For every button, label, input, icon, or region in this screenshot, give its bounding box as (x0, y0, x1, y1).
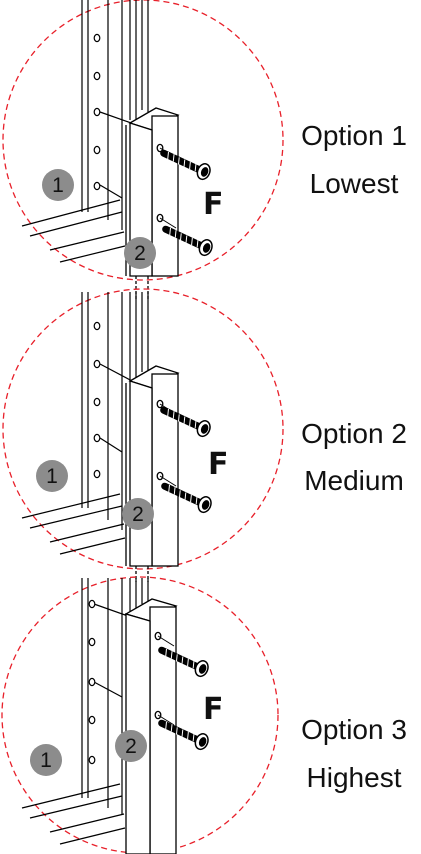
option-3-dashed-circle (1, 576, 279, 854)
option-3-title: Option 3 (301, 714, 407, 745)
option-1-badge-1: 1 (42, 169, 74, 201)
option-3-screw-guides (157, 635, 175, 726)
option-1-badge-2: 2 (124, 237, 156, 269)
option-1-dashed-circle (2, 0, 284, 281)
option-3-level: Highest (307, 762, 402, 793)
option-3-badge-1: 1 (30, 744, 62, 776)
option-2-screw-label: F (208, 447, 229, 482)
option-1-leg (125, 107, 180, 300)
option-1-upright-frame (21, 0, 149, 263)
option-1-title: Option 1 (301, 120, 407, 151)
svg-text:1: 1 (46, 465, 58, 488)
option-2-upright-frame (21, 292, 149, 555)
option-3-badge-2: 2 (115, 730, 147, 762)
svg-text:1: 1 (40, 749, 52, 772)
option-1-screw-label: F (203, 187, 224, 222)
option-2-upright-holes (93, 321, 101, 479)
option-3-screw-label: F (203, 692, 224, 727)
svg-text:1: 1 (52, 174, 64, 197)
svg-text:2: 2 (132, 503, 144, 526)
option-1-level: Lowest (310, 168, 399, 199)
option-2-leg (125, 365, 180, 582)
option-2-level: Medium (304, 465, 404, 496)
option-2-badge-1: 1 (36, 460, 68, 492)
svg-text:2: 2 (134, 242, 146, 265)
svg-text:2: 2 (125, 735, 137, 758)
option-3-upright-holes (88, 599, 96, 765)
option-2-title: Option 2 (301, 418, 407, 449)
option-1-panel: F 1 2 Option 1 Lowest (2, 0, 407, 300)
option-2-badge-2: 2 (122, 498, 154, 530)
option-3-panel: F 1 2 Option 3 Highest (1, 576, 407, 854)
option-3-upright-frame (21, 578, 149, 845)
option-2-panel: F 1 2 Option 2 Medium (2, 288, 407, 582)
option-1-upright-holes (93, 33, 101, 191)
option-2-dashed-circle (2, 288, 284, 570)
